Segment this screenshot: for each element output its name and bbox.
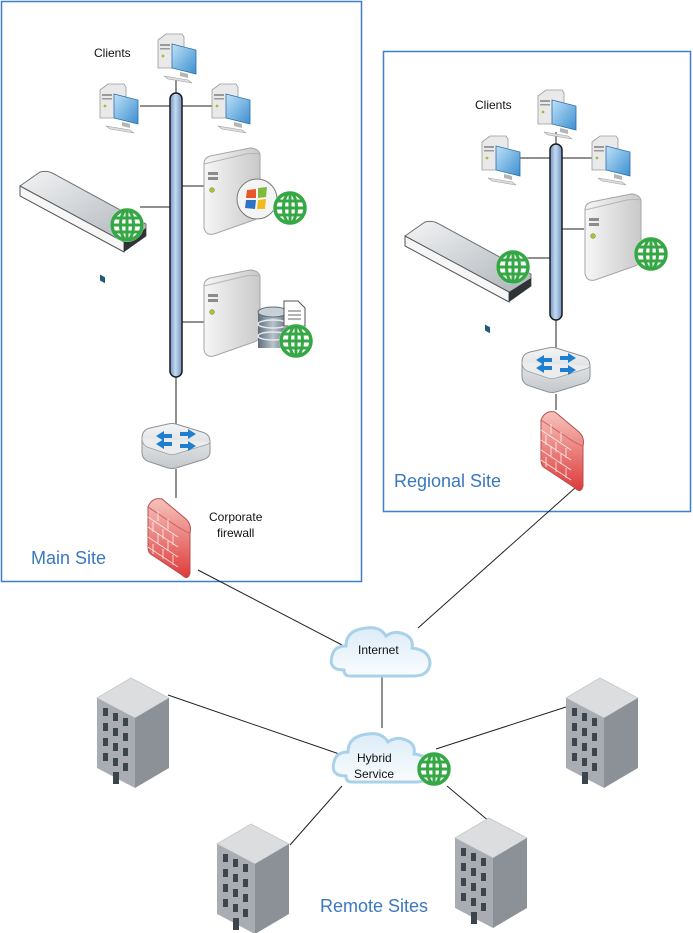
link-regional-firewall-internet bbox=[417, 487, 576, 629]
globe-icon bbox=[271, 189, 309, 227]
main-site-box bbox=[0, 0, 363, 583]
regional-clients-label: Clients bbox=[475, 98, 512, 112]
main-lan-bus bbox=[169, 92, 183, 378]
globe-icon bbox=[415, 750, 453, 788]
firewall-label-line1: Corporate bbox=[209, 510, 263, 524]
remote-building-1-icon bbox=[96, 677, 170, 789]
regional-client-pc-top-icon bbox=[537, 89, 577, 140]
firewall-label-line2: firewall bbox=[217, 526, 254, 540]
globe-icon bbox=[277, 322, 315, 360]
internet-label: Internet bbox=[358, 643, 399, 657]
link-hybrid-remote-1 bbox=[167, 694, 349, 758]
regional-client-pc-right-icon bbox=[591, 135, 631, 186]
remote-building-3-icon bbox=[216, 823, 290, 933]
regional-lan-bus bbox=[549, 143, 563, 321]
globe-icon bbox=[632, 235, 670, 273]
link-hybrid-remote-3 bbox=[289, 785, 343, 846]
main-firewall-icon bbox=[147, 498, 191, 579]
regional-switch-icon bbox=[521, 347, 591, 393]
main-clients-label: Clients bbox=[94, 46, 131, 60]
main-site-label: Main Site bbox=[31, 548, 106, 568]
main-db-server-icon bbox=[203, 269, 261, 357]
regional-client-pc-left-icon bbox=[481, 135, 521, 186]
link-hybrid-remote-2 bbox=[435, 706, 567, 750]
windows-logo-icon bbox=[236, 178, 278, 220]
link-hybrid-remote-4 bbox=[446, 785, 491, 823]
regional-tower-server-icon bbox=[584, 193, 642, 281]
link-main-firewall-internet bbox=[197, 569, 343, 646]
document-icon bbox=[283, 300, 306, 327]
regional-site-label: Regional Site bbox=[394, 471, 501, 491]
hybrid-label-line2: Service bbox=[354, 767, 394, 781]
main-client-pc-left-icon bbox=[99, 83, 139, 134]
main-client-pc-right-icon bbox=[211, 83, 251, 134]
remote-sites-label: Remote Sites bbox=[320, 896, 428, 916]
hybrid-label-line1: Hybrid bbox=[357, 751, 392, 765]
globe-icon bbox=[108, 206, 146, 244]
main-client-pc-top-icon bbox=[157, 33, 197, 84]
remote-building-4-icon bbox=[454, 817, 528, 929]
globe-icon bbox=[494, 248, 532, 286]
main-switch-icon bbox=[141, 423, 211, 469]
network-links bbox=[140, 78, 592, 846]
remote-building-2-icon bbox=[565, 677, 639, 789]
regional-site-box bbox=[382, 50, 692, 513]
regional-firewall-icon bbox=[540, 411, 584, 492]
